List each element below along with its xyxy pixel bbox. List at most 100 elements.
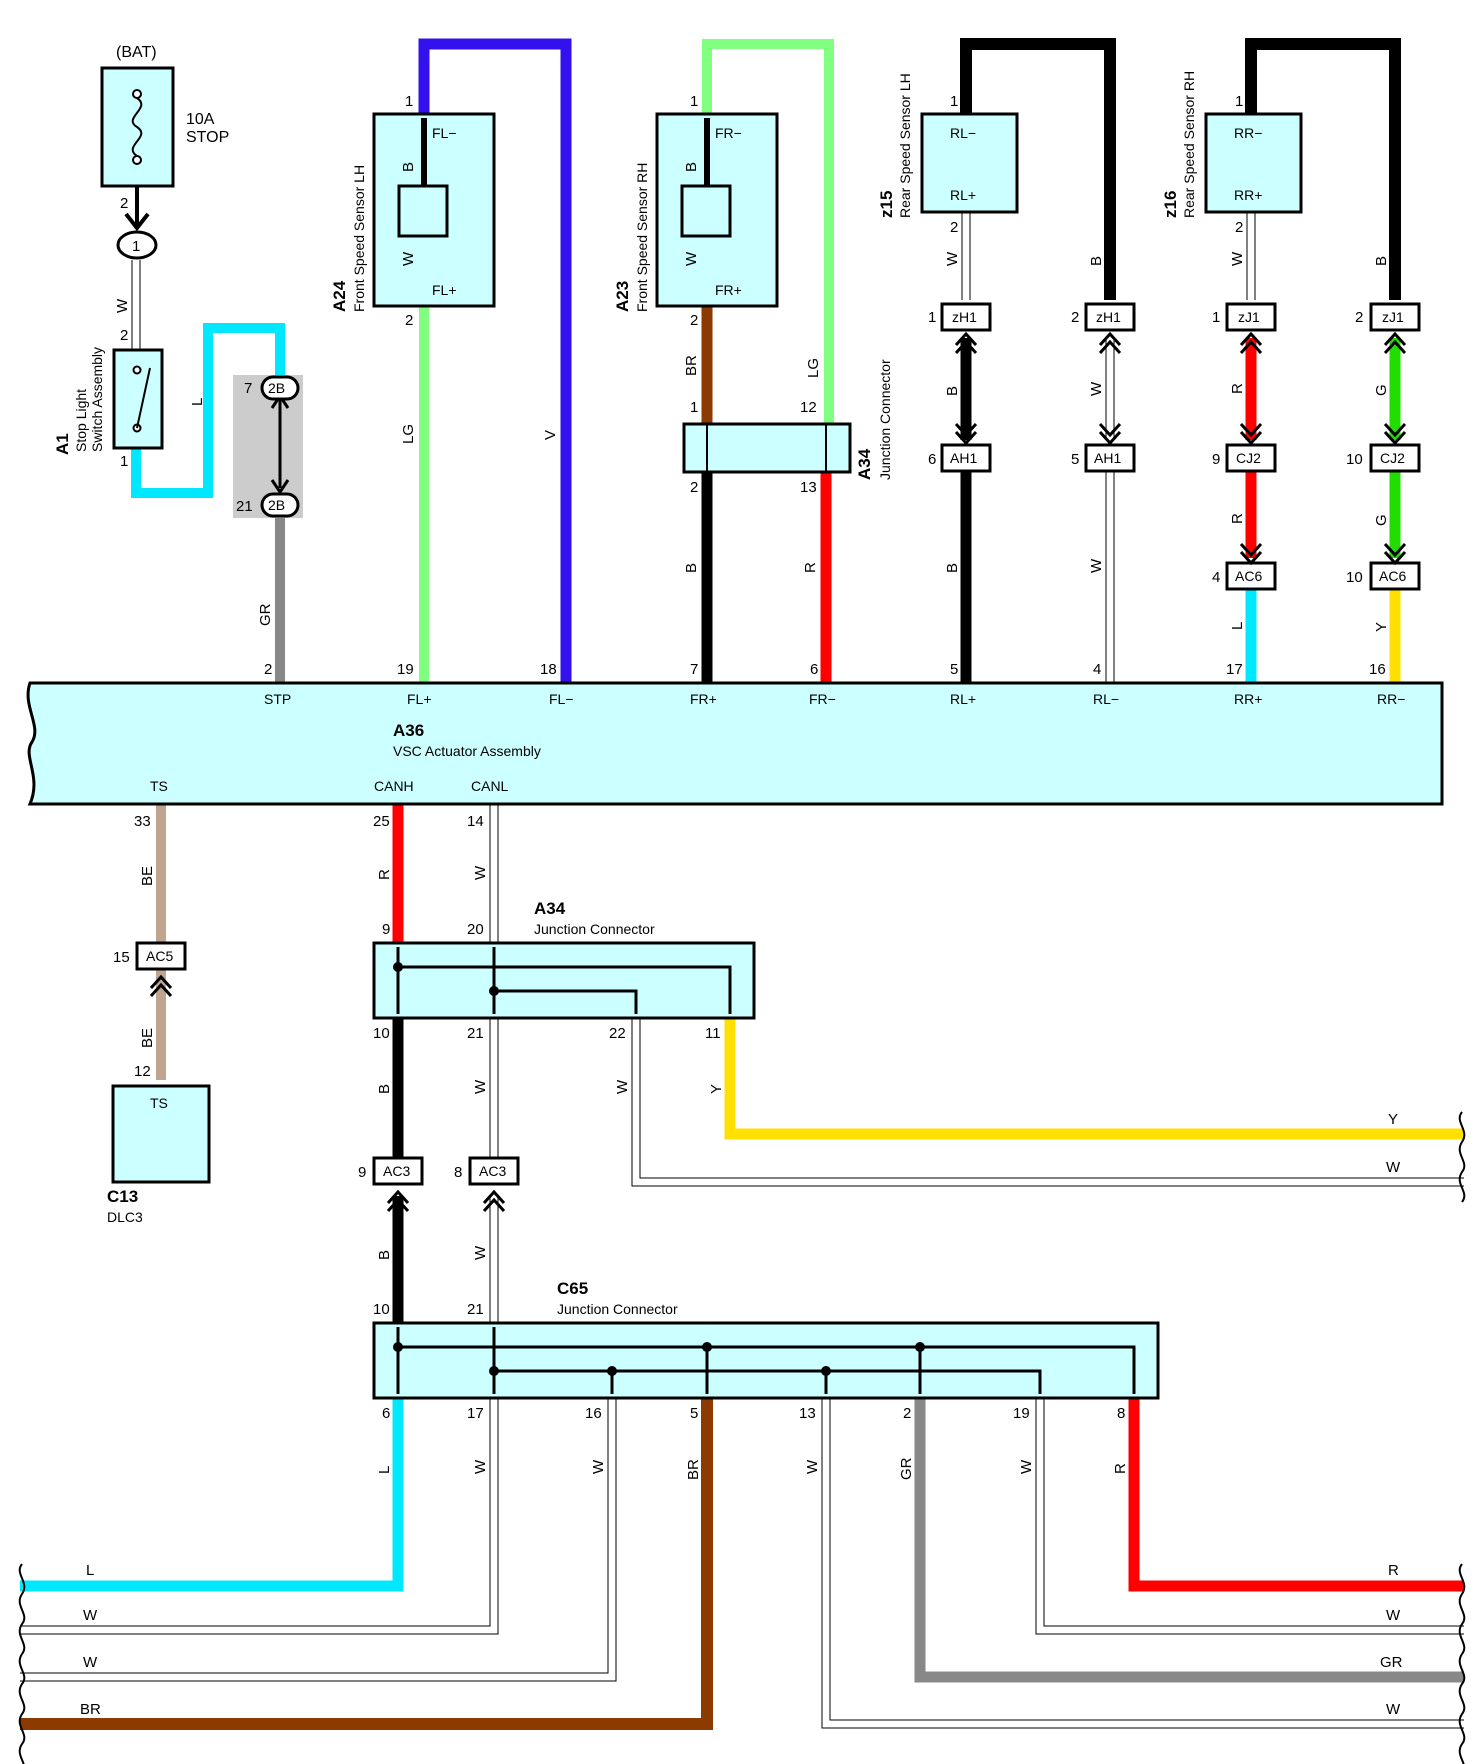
code-a24-w: W [400,251,417,266]
fuse-source: (BAT) [116,44,157,61]
code-a34-w2: W [614,1079,631,1094]
code-a23-br: BR [683,355,700,376]
a36-pin-rr-minus: 16 [1369,661,1386,678]
code-c65-r: R [1112,1463,1129,1474]
wire-r-c65-8 [1128,1398,1464,1592]
a36-pin-fr-minus: 6 [810,661,818,678]
a34-internal-bus [396,947,732,1014]
pin-zh1-1: 1 [928,309,936,326]
a36-pin-fl-plus: 19 [397,661,414,678]
z15-box [920,112,1019,214]
code-left-w1: W [83,1607,98,1624]
wire-y-a34-pin11 [724,1018,1464,1140]
c13-code: C13 [107,1187,138,1206]
conn-zj1-right: zJ1 [1369,302,1421,332]
conn-ah1-left: AH1 [940,443,992,473]
a36-term-rl-plus: RL+ [950,691,976,707]
code-ah1-b: B [944,563,961,573]
connector-2b-top: 2B [260,375,300,401]
code-c65-br: BR [685,1459,702,1480]
a36-term-fl-plus: FL+ [407,691,432,707]
conn-ah1-right: AH1 [1084,443,1136,473]
svg-text:zH1: zH1 [952,309,977,325]
wire-w-a34-pin22-core [632,1018,1464,1186]
a34t-pin2: 2 [690,479,698,496]
code-ac3-w: W [472,1245,489,1260]
pin-ac3-9: 9 [358,1164,366,1181]
a34-pin21: 21 [467,1025,484,1042]
pin-zj1-1: 1 [1212,309,1220,326]
a24-name: Front Speed Sensor LH [351,165,367,312]
a1-name2: Switch Assembly [89,347,105,452]
wire-w-c65-16 [20,1398,617,1682]
conn-ac6-left: AC6 [1225,561,1277,591]
a34-box [372,941,756,1020]
a34-code: A34 [534,899,566,918]
code-a23-w: W [683,251,700,266]
c65-pin19: 19 [1013,1405,1030,1422]
code-ts-be: BE [139,866,156,886]
pin-cj2-10: 10 [1346,451,1363,468]
z15-pin1: 1 [950,93,958,110]
code-canl-w: W [472,865,489,880]
code-zh1-b: B [944,386,961,396]
wire-gr-c65-2 [914,1398,1464,1683]
code-z15-b: B [1088,256,1105,266]
code-a24-lg: LG [400,424,417,444]
code-left-w2: W [83,1654,98,1671]
a24-fl-plus: FL+ [432,282,457,298]
c65-pin10: 10 [373,1301,390,1318]
pin-2b-7: 7 [244,380,252,397]
a24-inner-box [397,184,449,238]
z15-rl-minus: RL− [950,125,976,141]
code-right-r: R [1388,1562,1399,1579]
a34t-pin12: 12 [800,399,817,416]
a34t-pin1: 1 [690,399,698,416]
code-a34t-r: R [802,562,819,573]
a23-pin1: 1 [690,93,698,110]
conn-zj1-left: zJ1 [1225,302,1277,332]
c65-box [372,1321,1160,1400]
z15-rl-plus: RL+ [950,187,976,203]
conn-cj2-right: CJ2 [1369,443,1421,473]
fuse-junction: 1 [132,238,140,255]
pin-c13-12: 12 [134,1063,151,1080]
a36-pin-rr-plus: 17 [1226,661,1243,678]
a23-inner-box [680,184,732,238]
c65-pin8: 8 [1117,1405,1125,1422]
code-a23-lg: LG [805,358,822,378]
a1-code: A1 [53,433,72,455]
code-a23-b: B [683,162,700,172]
a24-code: A24 [330,280,349,312]
c65-pin13: 13 [799,1405,816,1422]
a34-pin22: 22 [609,1025,626,1042]
pin-ac5-15: 15 [113,949,130,966]
a36-term-stp: STP [264,691,291,707]
conn-ac6-right: AC6 [1369,561,1421,591]
c65-pin16: 16 [585,1405,602,1422]
a36-term-canl: CANL [471,778,509,794]
code-ah1-w: W [1088,558,1105,573]
pin-ac3-8: 8 [454,1164,462,1181]
connector-chevrons [954,331,1407,566]
a23-fr-minus: FR− [715,125,742,141]
z16-name: Rear Speed Sensor RH [1181,71,1197,218]
code-c65-l: L [376,1466,393,1474]
chevron-ac5 [149,974,173,998]
chevron-ac3-right [482,1189,506,1213]
a36-pin-stp: 2 [264,661,272,678]
code-stp-gr: GR [257,603,274,626]
fuse-stop [100,66,175,260]
a36-term-fr-minus: FR− [809,691,836,707]
code-canh-r: R [376,869,393,880]
pin-ah1-5: 5 [1071,451,1079,468]
svg-text:CJ2: CJ2 [1380,450,1405,466]
code-c65-gr: GR [898,1457,915,1480]
a23-fr-plus: FR+ [715,282,742,298]
z16-rr-minus: RR− [1234,125,1262,141]
svg-text:AH1: AH1 [950,450,977,466]
fuse-rating: 10A [186,111,215,128]
c65-code: C65 [557,1279,588,1298]
cut-marks [18,1111,1466,1764]
